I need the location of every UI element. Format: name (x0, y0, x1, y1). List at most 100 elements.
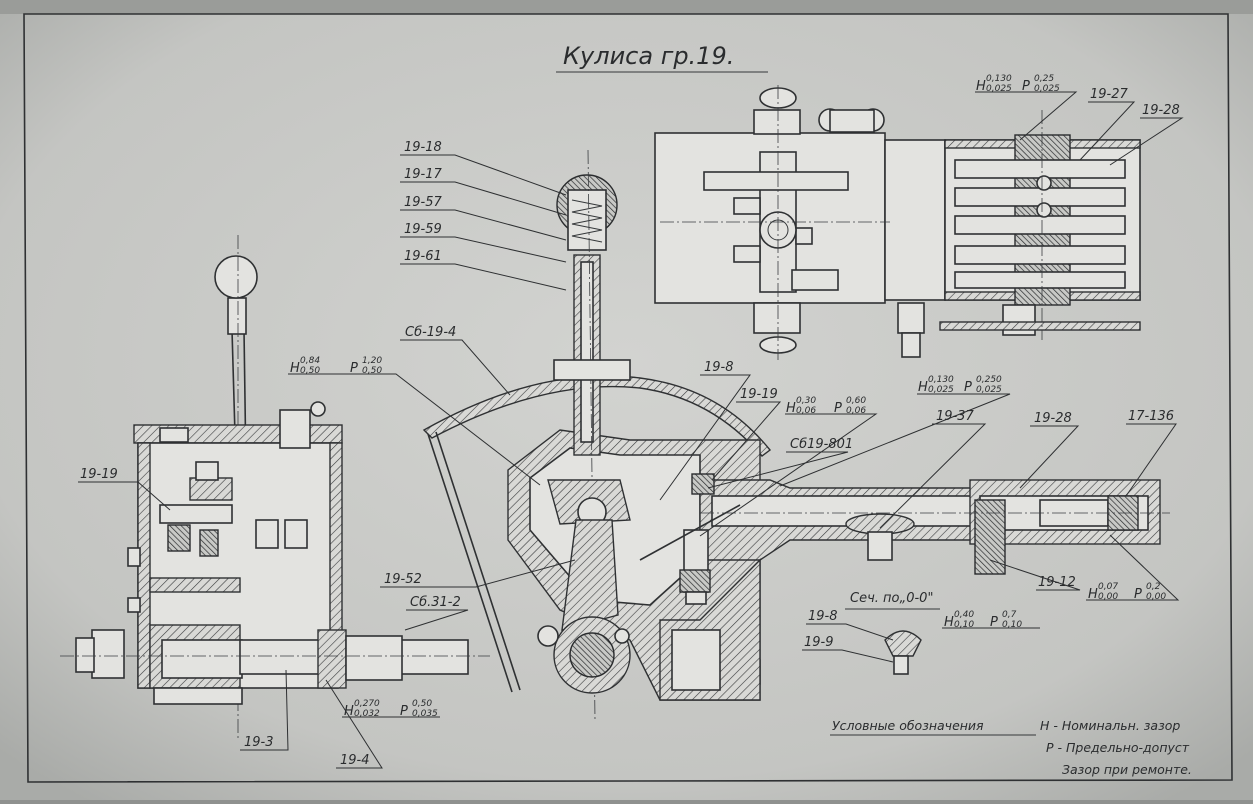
tol-p-top: 0,25 (1034, 74, 1054, 84)
left-gear-1 (255, 519, 279, 549)
tol-n-top: 0,07 (1098, 582, 1118, 592)
label-19-18: 19-18 (404, 140, 442, 155)
plan-rod-1 (954, 159, 1126, 179)
plan-arm-right (795, 227, 813, 245)
left-inner-block-4 (199, 529, 219, 557)
tol-n-label: Н (944, 615, 954, 630)
tol-n-bot: 0,032 (354, 709, 380, 719)
plan-bottom-nut-2 (897, 302, 925, 334)
tol-p-bot: 0,06 (846, 406, 866, 416)
center-spring (571, 199, 603, 243)
tol-n-bot: 0,06 (796, 406, 816, 416)
center-lower-pin-right (614, 628, 630, 644)
center-stud-base (685, 591, 707, 605)
left-lever-neck (227, 297, 247, 335)
label-19-37: 19-37 (936, 409, 975, 424)
left-shaft-collar (317, 629, 347, 689)
tolerance-t5: Н 0,07 0,00 Р 0,2 0,00 (1088, 582, 1166, 602)
tolerance-t2: Н 0,270 0,032 Р 0,50 0,035 (344, 699, 438, 719)
left-side-view (60, 235, 490, 740)
center-stud-nut (679, 569, 711, 593)
label-19-8-sec: 19-8 (808, 609, 838, 624)
center-section-view (422, 149, 981, 721)
tol-n-bot: 0,50 (300, 366, 320, 376)
plan-bottom-nut-2b (901, 332, 921, 358)
tolerance-t1: Н 0,84 0,50 Р 1,20 0,50 (290, 356, 382, 376)
tol-n-bot: 0,10 (954, 620, 974, 630)
center-diag-link (639, 504, 741, 561)
center-nut-block (691, 473, 715, 495)
plan-rod-4 (954, 245, 1126, 265)
left-inner-block (189, 477, 233, 501)
tol-n-label: Н (344, 704, 354, 719)
tol-n-top: 0,270 (354, 699, 380, 709)
label-sb31-2: Сб.31-2 (410, 595, 461, 610)
plan-arm-bottom (791, 269, 839, 291)
tol-p-label: Р (990, 615, 998, 630)
plan-arm-left (733, 197, 761, 215)
center-lower-pin-left (537, 625, 559, 647)
legend: Условные обозначения Н - Номинальн. зазо… (830, 718, 1192, 777)
tol-p-label: Р (1022, 79, 1030, 94)
tol-n-label: Н (918, 380, 928, 395)
left-small-bolt-b (127, 597, 141, 613)
label-19-27: 19-27 (1090, 87, 1129, 102)
label-19-59: 19-59 (404, 222, 442, 237)
label-19-19-mid: 19-19 (740, 387, 778, 402)
label-19-28-mid: 19-28 (1034, 411, 1072, 426)
tol-p-label: Р (350, 361, 358, 376)
right-rod-assembly (700, 479, 1170, 575)
center-arm-bore (711, 495, 973, 527)
left-gear-2 (284, 519, 308, 549)
left-mid-bar (149, 577, 241, 593)
tolerance-t4: Н 0,130 0,025 Р 0,250 0,025 (918, 375, 1002, 395)
legend-line-2: Р - Предельно-допуст (1046, 740, 1190, 755)
plan-bottom-nut (753, 302, 801, 334)
tol-n-top: 0,30 (796, 396, 816, 406)
right-rod-spring-block (974, 499, 1006, 575)
tol-p-label: Р (834, 401, 842, 416)
tol-n-top: 0,130 (986, 74, 1012, 84)
center-lower-bracket-window (671, 629, 721, 691)
label-19-8-top: 19-8 (704, 360, 734, 375)
tol-p-bot: 0,025 (976, 385, 1002, 395)
label-19-4: 19-4 (340, 753, 370, 768)
tol-p-label: Р (964, 380, 972, 395)
tol-n-top: 0,130 (928, 375, 954, 385)
tol-p-bot: 0,10 (1002, 620, 1022, 630)
legend-line-3: Зазор при ремонте. (1062, 762, 1192, 777)
tol-p-bot: 0,025 (1034, 84, 1060, 94)
center-spring-housing (567, 189, 607, 251)
legend-heading: Условные обозначения (832, 718, 984, 733)
tol-n-top: 0,84 (300, 356, 320, 366)
right-small-stud (867, 531, 893, 561)
tol-n-bot: 0,025 (986, 84, 1012, 94)
plan-top-eye-bar (829, 109, 875, 133)
label-19-57: 19-57 (404, 195, 443, 210)
tol-n-label: Н (1088, 587, 1098, 602)
left-housing-wall-right (329, 442, 343, 644)
tol-p-bot: 0,50 (362, 366, 382, 376)
plan-arm-left-2 (733, 245, 761, 263)
label-19-19-left: 19-19 (80, 467, 118, 482)
left-base-flange (153, 687, 243, 705)
drawing-title: Кулиса гр.19. (563, 42, 734, 70)
left-top-bolt (310, 401, 326, 417)
left-end-cap (75, 637, 95, 673)
center-lower-lever (561, 519, 619, 631)
tol-p-top: 0,2 (1146, 582, 1161, 592)
top-right-plan-view (654, 85, 1141, 360)
plan-top-nut (753, 109, 801, 135)
label-19-61: 19-61 (404, 249, 442, 264)
tolerance-t6: Н 0,40 0,10 Р 0,7 0,10 (944, 610, 1022, 630)
tol-p-top: 0,60 (846, 396, 866, 406)
tol-p-top: 0,7 (1002, 610, 1017, 620)
center-slant-rod-2 (435, 431, 521, 691)
left-lever-knob (214, 255, 258, 299)
plan-ball-2 (1036, 202, 1052, 218)
tol-p-label: Р (400, 704, 408, 719)
left-end-nut (91, 629, 125, 679)
part-labels: 19-18 19-17 19-57 19-59 19-61 Сб-19-4 19… (80, 87, 1180, 768)
